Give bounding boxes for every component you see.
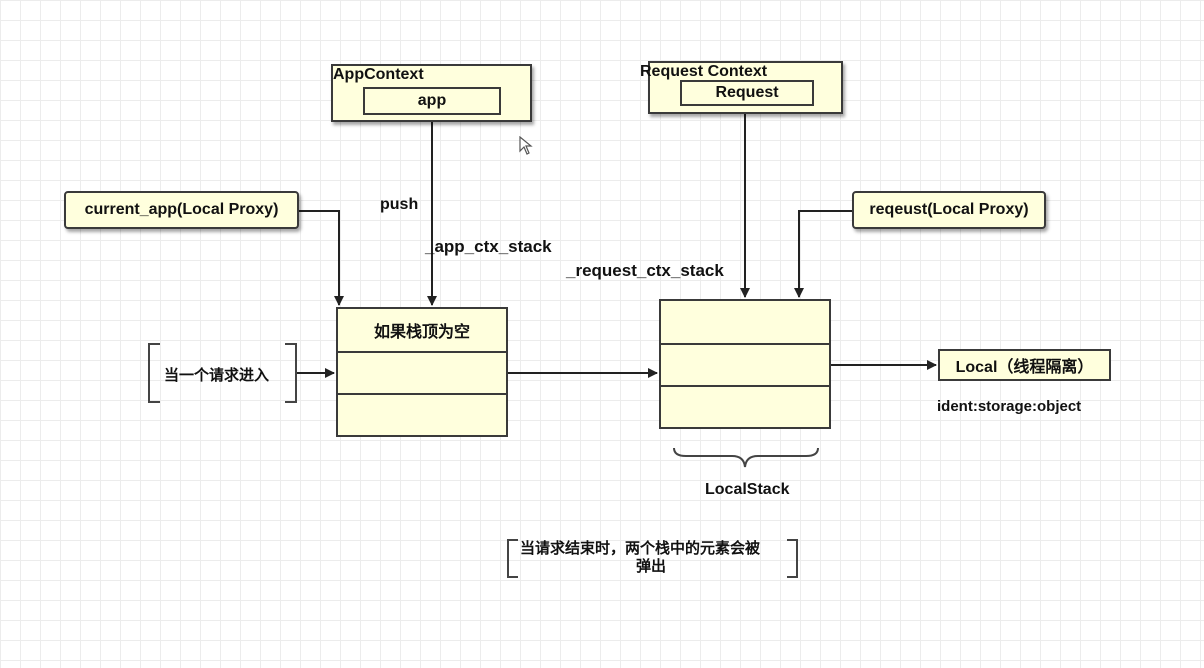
bracket-request-enter-right bbox=[285, 343, 297, 403]
request-context-title: Request Context bbox=[640, 63, 768, 80]
app-context-title: AppContext bbox=[333, 66, 424, 83]
app-stack: 如果栈顶为空 bbox=[336, 307, 508, 437]
bracket-end-note-left bbox=[507, 539, 518, 578]
end-note-line-1: 当请求结束时，两个栈中的元素会被 bbox=[520, 540, 761, 557]
request-inner-box: Request bbox=[680, 80, 814, 106]
local-stack-divider bbox=[661, 385, 829, 387]
arrow-current-app-to-stack bbox=[299, 210, 344, 306]
app-inner-box: app bbox=[363, 87, 501, 115]
bracket-request-enter-left bbox=[148, 343, 160, 403]
local-box-label: Local（线程隔离） bbox=[955, 359, 1094, 376]
request-proxy-box: reqeust(Local Proxy) bbox=[852, 191, 1046, 229]
brace-localstack bbox=[673, 447, 819, 468]
request-context-box: Request Context Request bbox=[640, 61, 843, 114]
arrow-request-proxy-to-stack bbox=[794, 210, 852, 298]
app-context-box: AppContext app bbox=[331, 64, 532, 122]
end-note: 当请求结束时，两个栈中的元素会被 弹出 bbox=[520, 540, 790, 576]
mouse-cursor-icon bbox=[519, 136, 533, 155]
push-label: push bbox=[380, 196, 419, 213]
request-enter-label: 当一个请求进入 bbox=[164, 367, 270, 384]
bracket-end-note-right bbox=[787, 539, 798, 578]
app-ctx-stack-label: _app_ctx_stack bbox=[425, 237, 552, 256]
local-stack-divider bbox=[661, 343, 829, 345]
current-app-proxy-box: current_app(Local Proxy) bbox=[64, 191, 299, 229]
app-stack-divider bbox=[338, 351, 506, 353]
request-ctx-stack-label: _request_ctx_stack bbox=[566, 261, 724, 280]
app-stack-divider bbox=[338, 393, 506, 395]
local-box: Local（线程隔离） bbox=[938, 349, 1111, 381]
local-stack-label: LocalStack bbox=[705, 481, 790, 498]
app-stack-top-row: 如果栈顶为空 bbox=[373, 324, 470, 341]
ident-storage-label: ident:storage:object bbox=[937, 398, 1082, 415]
end-note-line-2: 弹出 bbox=[636, 558, 667, 575]
local-stack bbox=[659, 299, 831, 429]
